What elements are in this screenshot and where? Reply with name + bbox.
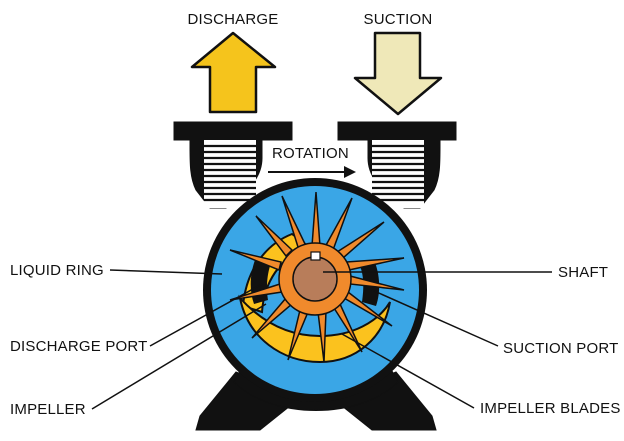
suction-thread [372,140,424,208]
discharge-thread [204,140,256,208]
shaft-label: SHAFT [558,264,608,281]
liquid-ring-label: LIQUID RING [10,262,104,279]
shaft-key [310,251,321,261]
impeller-blades-label: IMPELLER BLADES [480,400,621,417]
impeller [229,191,405,363]
rotation-label: ROTATION [272,145,349,162]
discharge-arrow-icon [190,31,277,114]
impeller-label: IMPELLER [10,401,86,418]
discharge-port-label: DISCHARGE PORT [10,338,148,355]
discharge-port-leader [149,283,263,347]
leader-lines [91,269,552,410]
suction-port-label: SUCTION PORT [503,340,618,357]
suction-arrow-icon [353,31,443,116]
impeller-leader [91,303,267,410]
shaft [292,256,338,302]
discharge-port [250,260,270,304]
suction-port-leader [371,289,499,347]
impeller-blades-leader [341,333,475,409]
discharge-label: DISCHARGE [188,11,279,28]
suction-label: SUCTION [364,11,433,28]
rotation-arrow-icon [268,166,356,178]
liquid-ring-leader [109,269,223,275]
